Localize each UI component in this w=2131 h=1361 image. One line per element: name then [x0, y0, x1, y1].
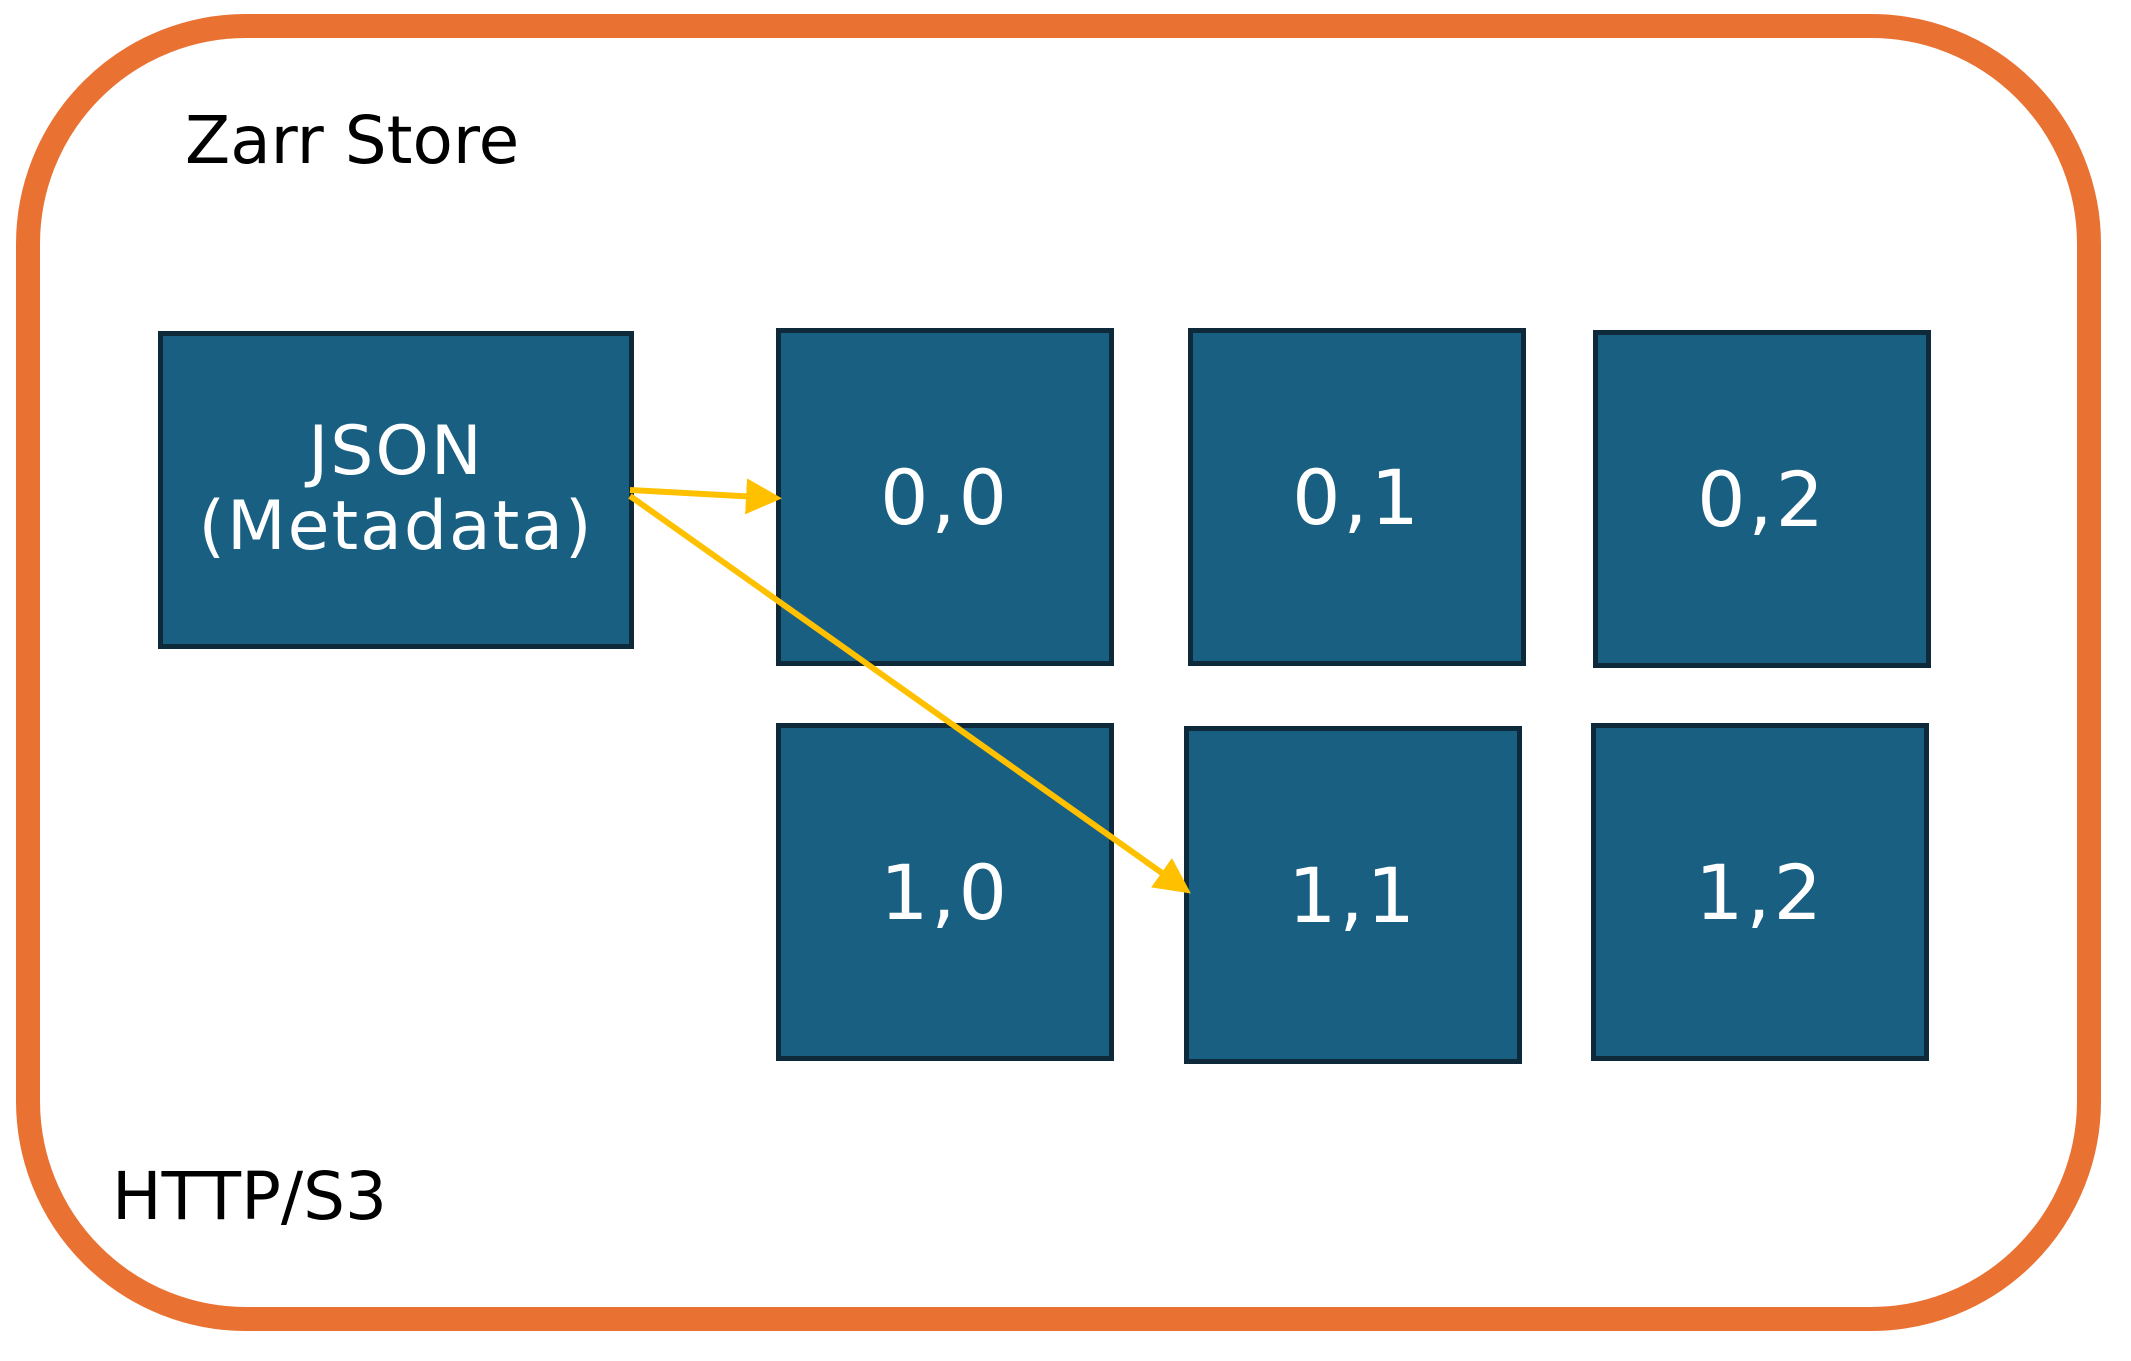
- chunk-label: 0,2: [1697, 454, 1827, 544]
- metadata-block: JSON (Metadata): [158, 331, 634, 649]
- chunk-0-0: 0,0: [776, 328, 1114, 666]
- chunk-label: 1,1: [1288, 850, 1418, 940]
- chunk-1-1: 1,1: [1184, 726, 1522, 1064]
- metadata-line-label: (Metadata): [198, 487, 594, 566]
- chunk-1-2: 1,2: [1591, 723, 1929, 1061]
- chunk-label: 0,1: [1292, 452, 1422, 542]
- metadata-line-json: JSON: [308, 412, 484, 492]
- store-title: Zarr Store: [185, 102, 520, 179]
- chunk-1-0: 1,0: [776, 723, 1114, 1061]
- zarr-store-frame: [16, 14, 2101, 1331]
- protocol-label: HTTP/S3: [112, 1158, 388, 1235]
- chunk-label: 1,2: [1695, 847, 1825, 937]
- chunk-0-1: 0,1: [1188, 328, 1526, 666]
- chunk-0-2: 0,2: [1593, 330, 1931, 668]
- chunk-label: 1,0: [880, 847, 1010, 937]
- chunk-label: 0,0: [880, 452, 1010, 542]
